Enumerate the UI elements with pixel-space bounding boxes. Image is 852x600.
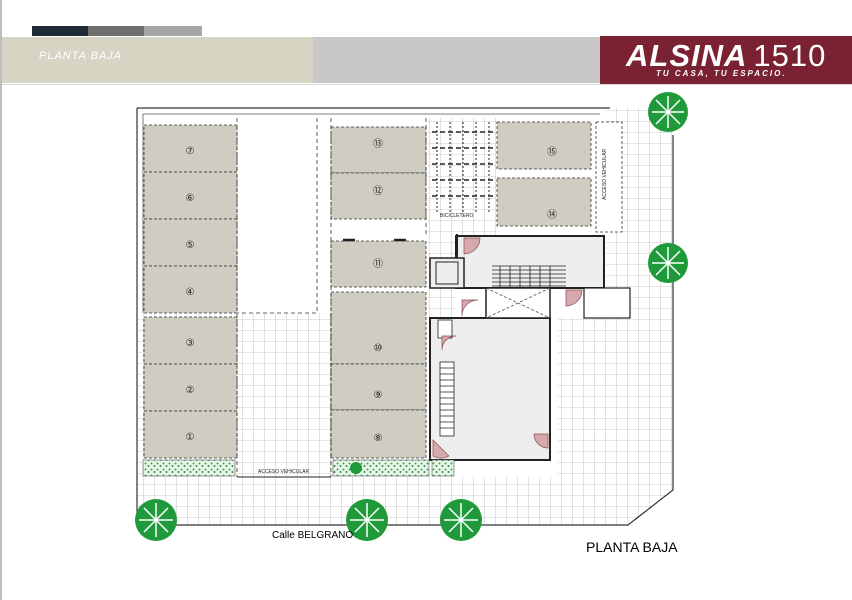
vehicle-access-label: ACCESO VEHICULAR xyxy=(258,469,310,475)
parking-space-8: ⑧ xyxy=(374,433,383,444)
brand-number: 1510 xyxy=(753,38,827,73)
side-access-label: ACCESO VEHICULAR xyxy=(602,148,608,200)
parking-column-left xyxy=(143,124,238,459)
parking-space-7: ⑦ xyxy=(186,146,195,157)
trees xyxy=(135,92,688,541)
bike-rack-label: BICICLETERO xyxy=(440,213,473,219)
parking-space-6: ⑥ xyxy=(186,193,195,204)
parking-space-11: ⑪ xyxy=(373,258,383,270)
left-border xyxy=(0,0,2,600)
brand-tagline: TU CASA, TU ESPACIO. xyxy=(656,69,787,78)
header-divider xyxy=(2,84,852,85)
color-swatch-grey xyxy=(88,26,144,36)
side-access xyxy=(595,121,623,233)
building-core xyxy=(429,234,631,461)
parking-space-1: ① xyxy=(186,432,195,443)
section-header: PLANTA BAJA xyxy=(2,37,313,83)
parking-space-14: ⑭ xyxy=(547,209,557,221)
tree-icon xyxy=(648,92,688,132)
street-label: Calle BELGRANO xyxy=(272,530,354,541)
bike-rack xyxy=(432,122,494,214)
brand-title: ALSINA xyxy=(626,38,748,73)
tree-icon xyxy=(135,499,177,541)
tree-icon xyxy=(648,243,688,283)
header-band xyxy=(313,37,600,83)
tree-icon xyxy=(440,499,482,541)
hedge-left xyxy=(142,459,236,477)
section-label: PLANTA BAJA xyxy=(39,50,123,62)
parking-space-13: ⑬ xyxy=(373,138,383,150)
parking-space-4: ④ xyxy=(186,287,195,298)
parking-space-9: ⑨ xyxy=(374,390,383,401)
hedge-middle xyxy=(332,459,430,477)
parking-space-10: ⑩ xyxy=(374,343,383,354)
parking-column-middle xyxy=(330,126,427,459)
lot-boundary xyxy=(136,107,674,526)
plan-caption: PLANTA BAJA xyxy=(586,539,678,555)
tree-icon xyxy=(346,499,388,541)
parking-space-15: ⑮ xyxy=(547,146,557,158)
parking-space-3: ③ xyxy=(186,338,195,349)
color-swatch-light xyxy=(144,26,202,36)
parking-column-right xyxy=(496,121,592,227)
parking-space-5: ⑤ xyxy=(186,240,195,251)
door-swings xyxy=(432,237,583,459)
parking-space-2: ② xyxy=(186,385,195,396)
color-swatch-dark xyxy=(32,26,88,36)
parking-space-12: ⑫ xyxy=(373,185,383,197)
